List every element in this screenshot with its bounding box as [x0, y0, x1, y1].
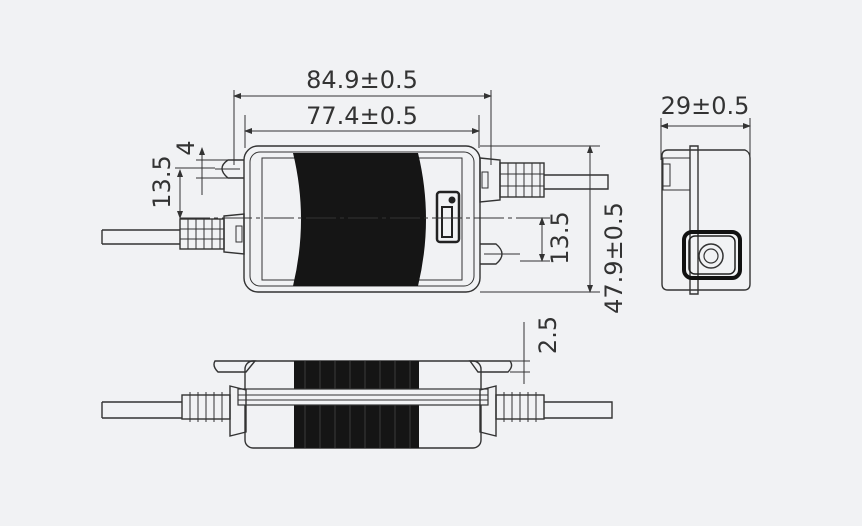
right-offset-label: 13.5 [546, 211, 574, 264]
body-length-label: 77.4±0.5 [306, 102, 418, 130]
side-view [101, 322, 613, 449]
flange-thickness-label: 2.5 [534, 316, 562, 354]
slot-width-label: 4 [172, 140, 200, 155]
top-view [101, 90, 609, 293]
end-view [660, 118, 751, 295]
grip-mesh [293, 153, 426, 286]
overall-height-label: 47.9±0.5 [600, 202, 628, 314]
width-label: 29±0.5 [661, 92, 750, 120]
overall-length-label: 84.9±0.5 [306, 66, 418, 94]
switch [435, 190, 461, 244]
left-offset-label: 13.5 [148, 155, 176, 208]
